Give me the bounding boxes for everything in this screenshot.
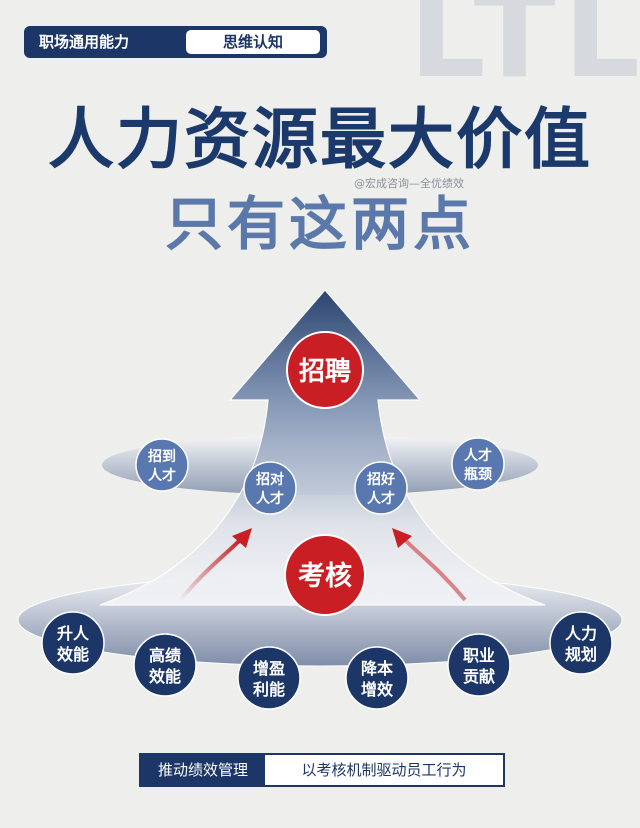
svg-text:效能: 效能 bbox=[57, 645, 89, 664]
svg-text:人才: 人才 bbox=[256, 490, 284, 507]
svg-text:增盈: 增盈 bbox=[253, 659, 285, 678]
upper-ring-node: 招好 人才 bbox=[354, 461, 408, 515]
topic-label: 思维认知 bbox=[186, 30, 320, 54]
svg-text:规划: 规划 bbox=[565, 645, 597, 664]
svg-text:瓶颈: 瓶颈 bbox=[464, 466, 492, 483]
lower-ring-node: 降本 增效 bbox=[345, 646, 409, 710]
lower-ring-node: 人力 规划 bbox=[549, 611, 613, 675]
background-watermark-letters: LTL bbox=[409, 0, 640, 105]
svg-text:贡献: 贡献 bbox=[463, 667, 495, 686]
svg-text:利能: 利能 bbox=[253, 680, 285, 699]
credit-watermark: @宏成咨询—全优绩效 bbox=[354, 177, 464, 190]
svg-text:人才: 人才 bbox=[367, 490, 395, 507]
lower-ring-node: 升人 效能 bbox=[41, 611, 105, 675]
red-arrow-left bbox=[178, 538, 242, 602]
category-label: 职场通用能力 bbox=[39, 33, 130, 51]
banner-label: 推动绩效管理 bbox=[141, 755, 265, 785]
page-subtitle: 只有这两点 bbox=[164, 190, 475, 258]
svg-text:人才: 人才 bbox=[464, 447, 492, 464]
svg-text:职业: 职业 bbox=[463, 646, 495, 665]
svg-text:升人: 升人 bbox=[57, 624, 90, 643]
svg-text:人才: 人才 bbox=[148, 467, 176, 484]
lower-ring-node: 高绩 效能 bbox=[133, 633, 197, 697]
svg-text:增效: 增效 bbox=[361, 680, 393, 699]
svg-text:人力: 人力 bbox=[565, 624, 597, 643]
svg-text:效能: 效能 bbox=[149, 667, 181, 686]
upper-ring-node: 人才 瓶颈 bbox=[451, 437, 505, 491]
upper-ring-node: 招对 人才 bbox=[243, 461, 297, 515]
recruit-label: 招聘 bbox=[299, 357, 351, 387]
svg-text:招到: 招到 bbox=[148, 448, 176, 465]
assessment-node: 考核 bbox=[284, 534, 366, 616]
recruit-node: 招聘 bbox=[286, 331, 364, 409]
svg-text:招对: 招对 bbox=[256, 471, 284, 488]
svg-text:降本: 降本 bbox=[361, 659, 393, 678]
svg-text:高绩: 高绩 bbox=[149, 646, 181, 665]
page-title: 人力资源最大价值 bbox=[48, 101, 592, 178]
banner-text: 以考核机制驱动员工行为 bbox=[301, 761, 467, 779]
lower-ring-node: 增盈 利能 bbox=[237, 646, 301, 710]
lower-ring-node: 职业 贡献 bbox=[447, 633, 511, 697]
svg-text:招好: 招好 bbox=[367, 471, 395, 488]
red-arrowhead-left bbox=[232, 528, 252, 548]
red-arrow-right bbox=[403, 538, 467, 602]
upper-ring-node: 招到 人才 bbox=[135, 438, 189, 492]
category-tag: 职场通用能力 思维认知 bbox=[24, 26, 327, 58]
red-arrowhead-right bbox=[392, 528, 412, 548]
assessment-label: 考核 bbox=[298, 560, 352, 592]
summary-banner: 推动绩效管理 以考核机制驱动员工行为 bbox=[139, 753, 505, 787]
